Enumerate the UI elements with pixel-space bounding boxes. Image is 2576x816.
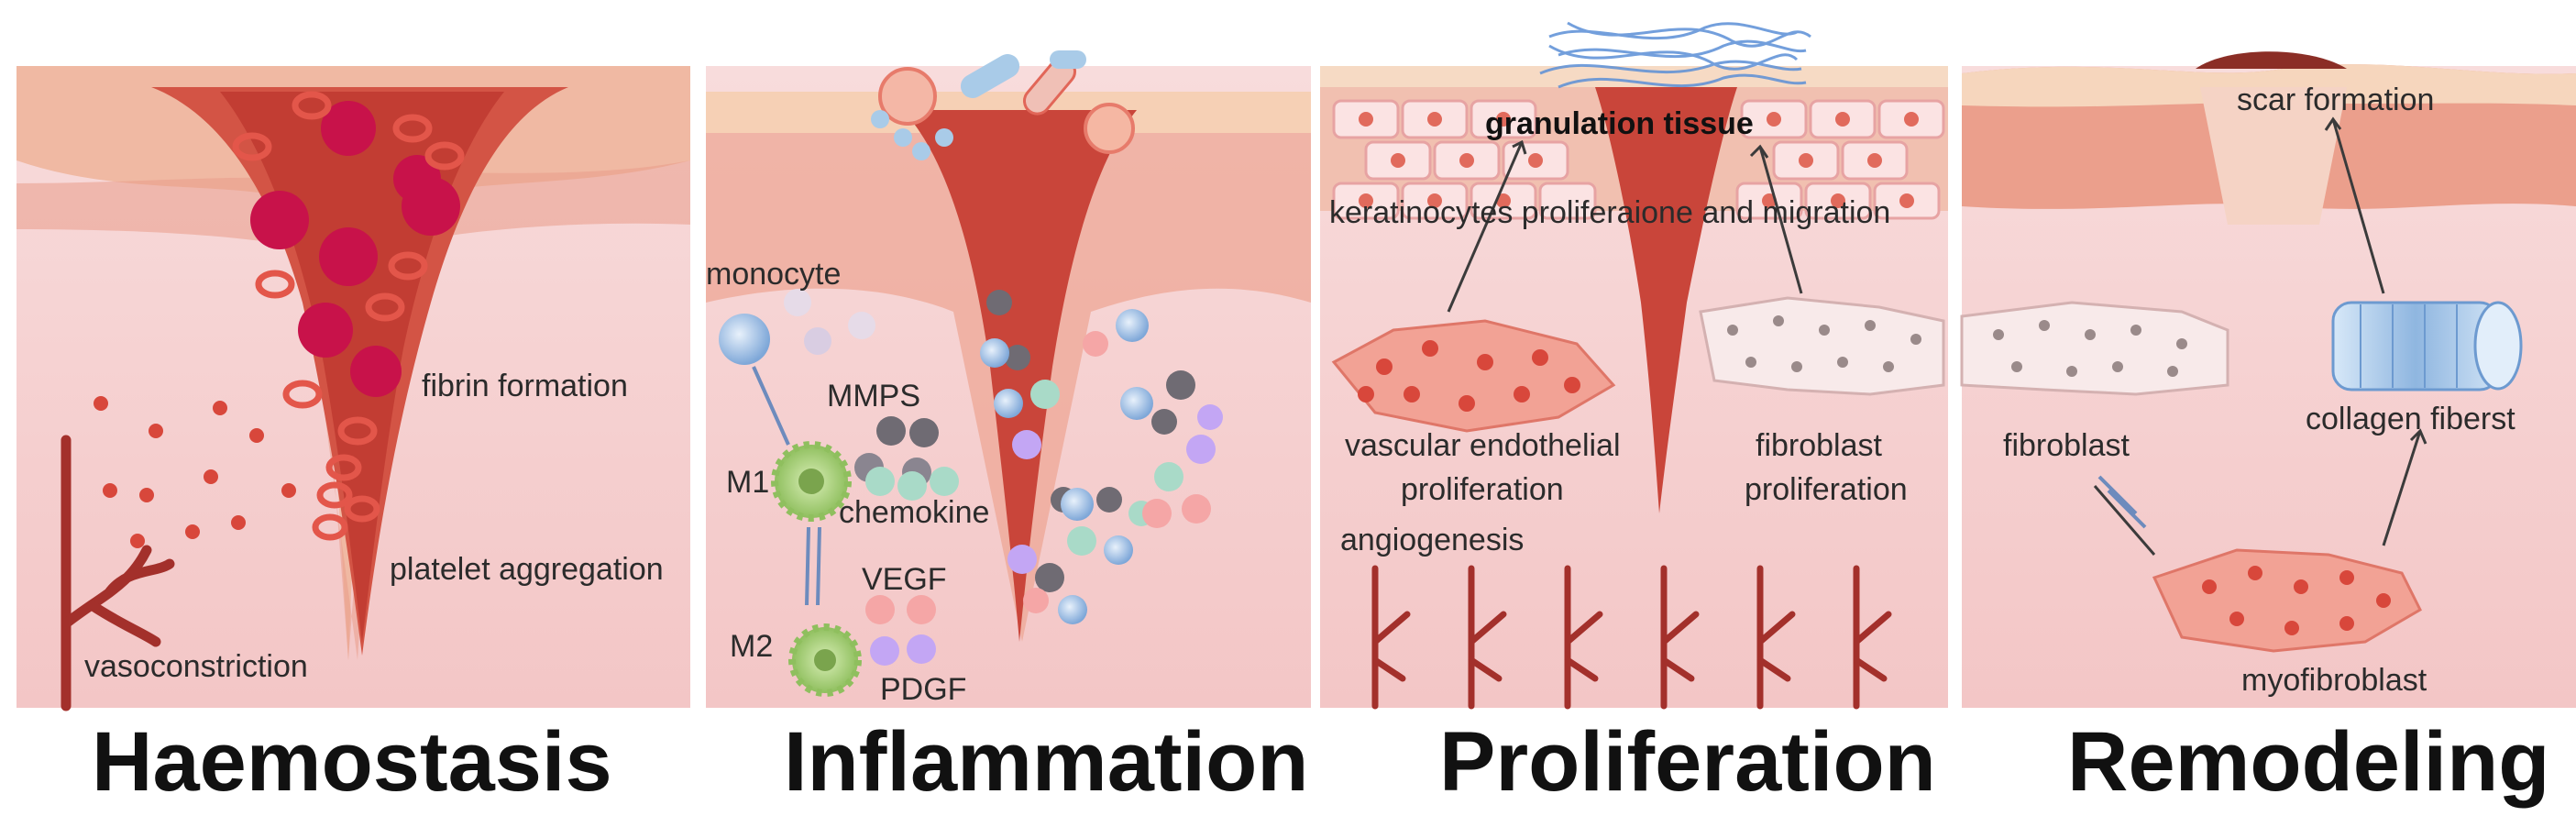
endothelial-cells — [1331, 319, 1616, 433]
migration-arrow — [2097, 475, 2147, 529]
label-myofibroblast: myofibroblast — [2241, 663, 2427, 698]
label-vascular-1: vascular endothelial — [1345, 428, 1621, 463]
fibrin-clusters — [250, 101, 460, 397]
remodeling-arrows — [2093, 116, 2427, 556]
label-platelet-aggregation: platelet aggregation — [390, 552, 664, 587]
label-m1: M1 — [726, 465, 769, 500]
granulation-fibres — [1539, 21, 1811, 89]
label-chemokine: chemokine — [839, 495, 989, 530]
wound-cleft — [1595, 87, 1737, 513]
red-blood-cells — [232, 91, 465, 541]
blood-vessel — [61, 435, 175, 711]
title-inflammation: Inflammation — [784, 715, 1308, 809]
fibroblast-cells — [1960, 301, 2229, 396]
label-mmps: MMPS — [827, 379, 920, 414]
bacteria-cluster — [871, 50, 1135, 160]
immune-cells — [719, 289, 1223, 666]
label-vascular-2: proliferation — [1401, 472, 1564, 507]
label-fibroblast: fibroblast — [2003, 428, 2130, 463]
label-monocyte: monocyte — [706, 257, 841, 292]
title-remodeling: Remodeling — [2067, 715, 2549, 809]
migration-arrows — [1447, 139, 1803, 313]
label-collagen-fibers: collagen fiberst — [2306, 402, 2515, 436]
fibroblast-cells — [1699, 296, 1945, 396]
scar-tissue — [2200, 87, 2347, 225]
title-proliferation: Proliferation — [1439, 715, 1936, 809]
platelet-dots — [94, 396, 296, 548]
collagen-fiber-bundle — [2331, 301, 2523, 391]
label-fibrin-formation: fibrin formation — [422, 369, 628, 403]
panel-proliferation: granulation tissue keratinocytes prolife… — [1320, 21, 1948, 809]
keratinocyte-nuclei — [1359, 112, 1919, 208]
polarization-arrows — [752, 366, 821, 606]
label-granulation-tissue: granulation tissue — [1485, 106, 1754, 141]
m1-macrophage — [771, 441, 852, 522]
label-pdgf: PDGF — [880, 672, 966, 707]
panel-haemostasis: fibrin formation platelet aggregation va… — [17, 66, 690, 809]
panel-inflammation: monocyte MMPS M1 chemokine VEGF M2 PDGF … — [706, 50, 1311, 809]
wound-cleft — [903, 110, 1137, 642]
title-haemostasis: Haemostasis — [92, 715, 612, 809]
epidermis-layer — [1962, 64, 2576, 107]
dermis-layer — [17, 160, 690, 660]
label-angiogenesis: angiogenesis — [1340, 523, 1524, 557]
scab — [2196, 51, 2347, 69]
m2-macrophage — [788, 623, 862, 697]
label-fibroblast-2: proliferation — [1745, 472, 1908, 507]
angiogenesis-vessels — [1371, 565, 1892, 710]
label-vegf: VEGF — [862, 562, 947, 597]
label-fibroblast-1: fibroblast — [1756, 428, 1883, 463]
label-m2: M2 — [730, 629, 773, 664]
myofibroblast-cells — [2152, 548, 2422, 653]
label-scar-formation: scar formation — [2237, 83, 2434, 117]
label-keratinocytes: keratinocytes proliferaione and migratio… — [1329, 195, 1890, 230]
label-vasoconstriction: vasoconstriction — [84, 649, 308, 684]
panel-remodeling: scar formation fibroblast collagen fiber… — [1960, 51, 2576, 809]
